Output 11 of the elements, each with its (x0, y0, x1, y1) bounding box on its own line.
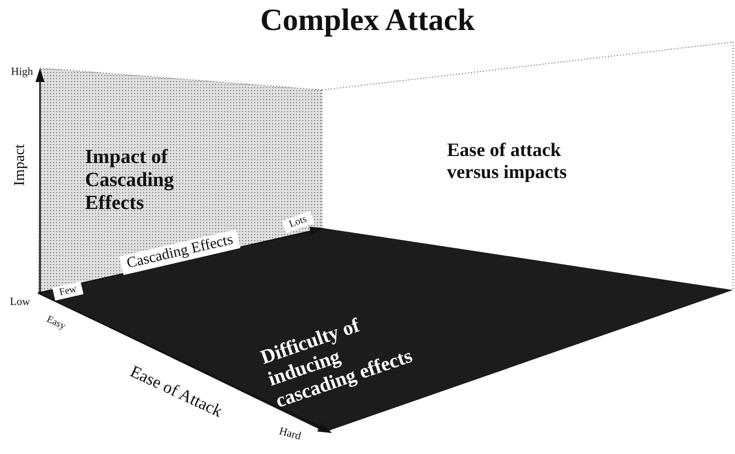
diagram-title: Complex Attack (260, 2, 475, 38)
axis-title: Ease of Attack (127, 362, 225, 422)
back-wall-panel (38, 66, 324, 295)
axis-label: High (11, 66, 33, 78)
panel-heading: Impact of Cascading Effects (85, 146, 175, 215)
side-wall-panel (322, 40, 734, 292)
axis-label: Low (10, 296, 30, 308)
axis-title: Impact (12, 144, 28, 186)
panel-heading: Ease of attack versus impacts (447, 140, 568, 184)
axis-label: Easy (44, 314, 68, 332)
axis-label: Hard (278, 425, 302, 443)
